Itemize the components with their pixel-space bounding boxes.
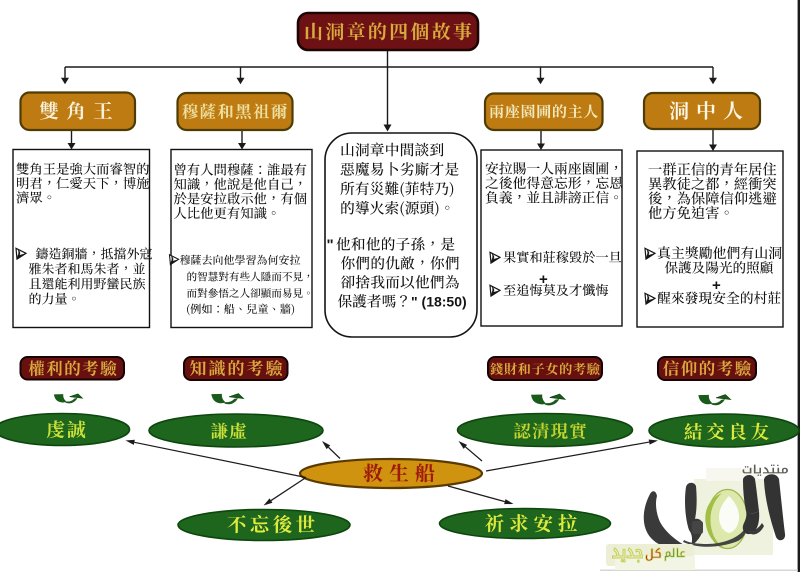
svg-text:+: +	[539, 271, 548, 288]
svg-text:" (18:50): " (18:50)	[411, 294, 467, 310]
svg-text:+: +	[712, 277, 721, 294]
svg-text:": "	[327, 237, 334, 254]
